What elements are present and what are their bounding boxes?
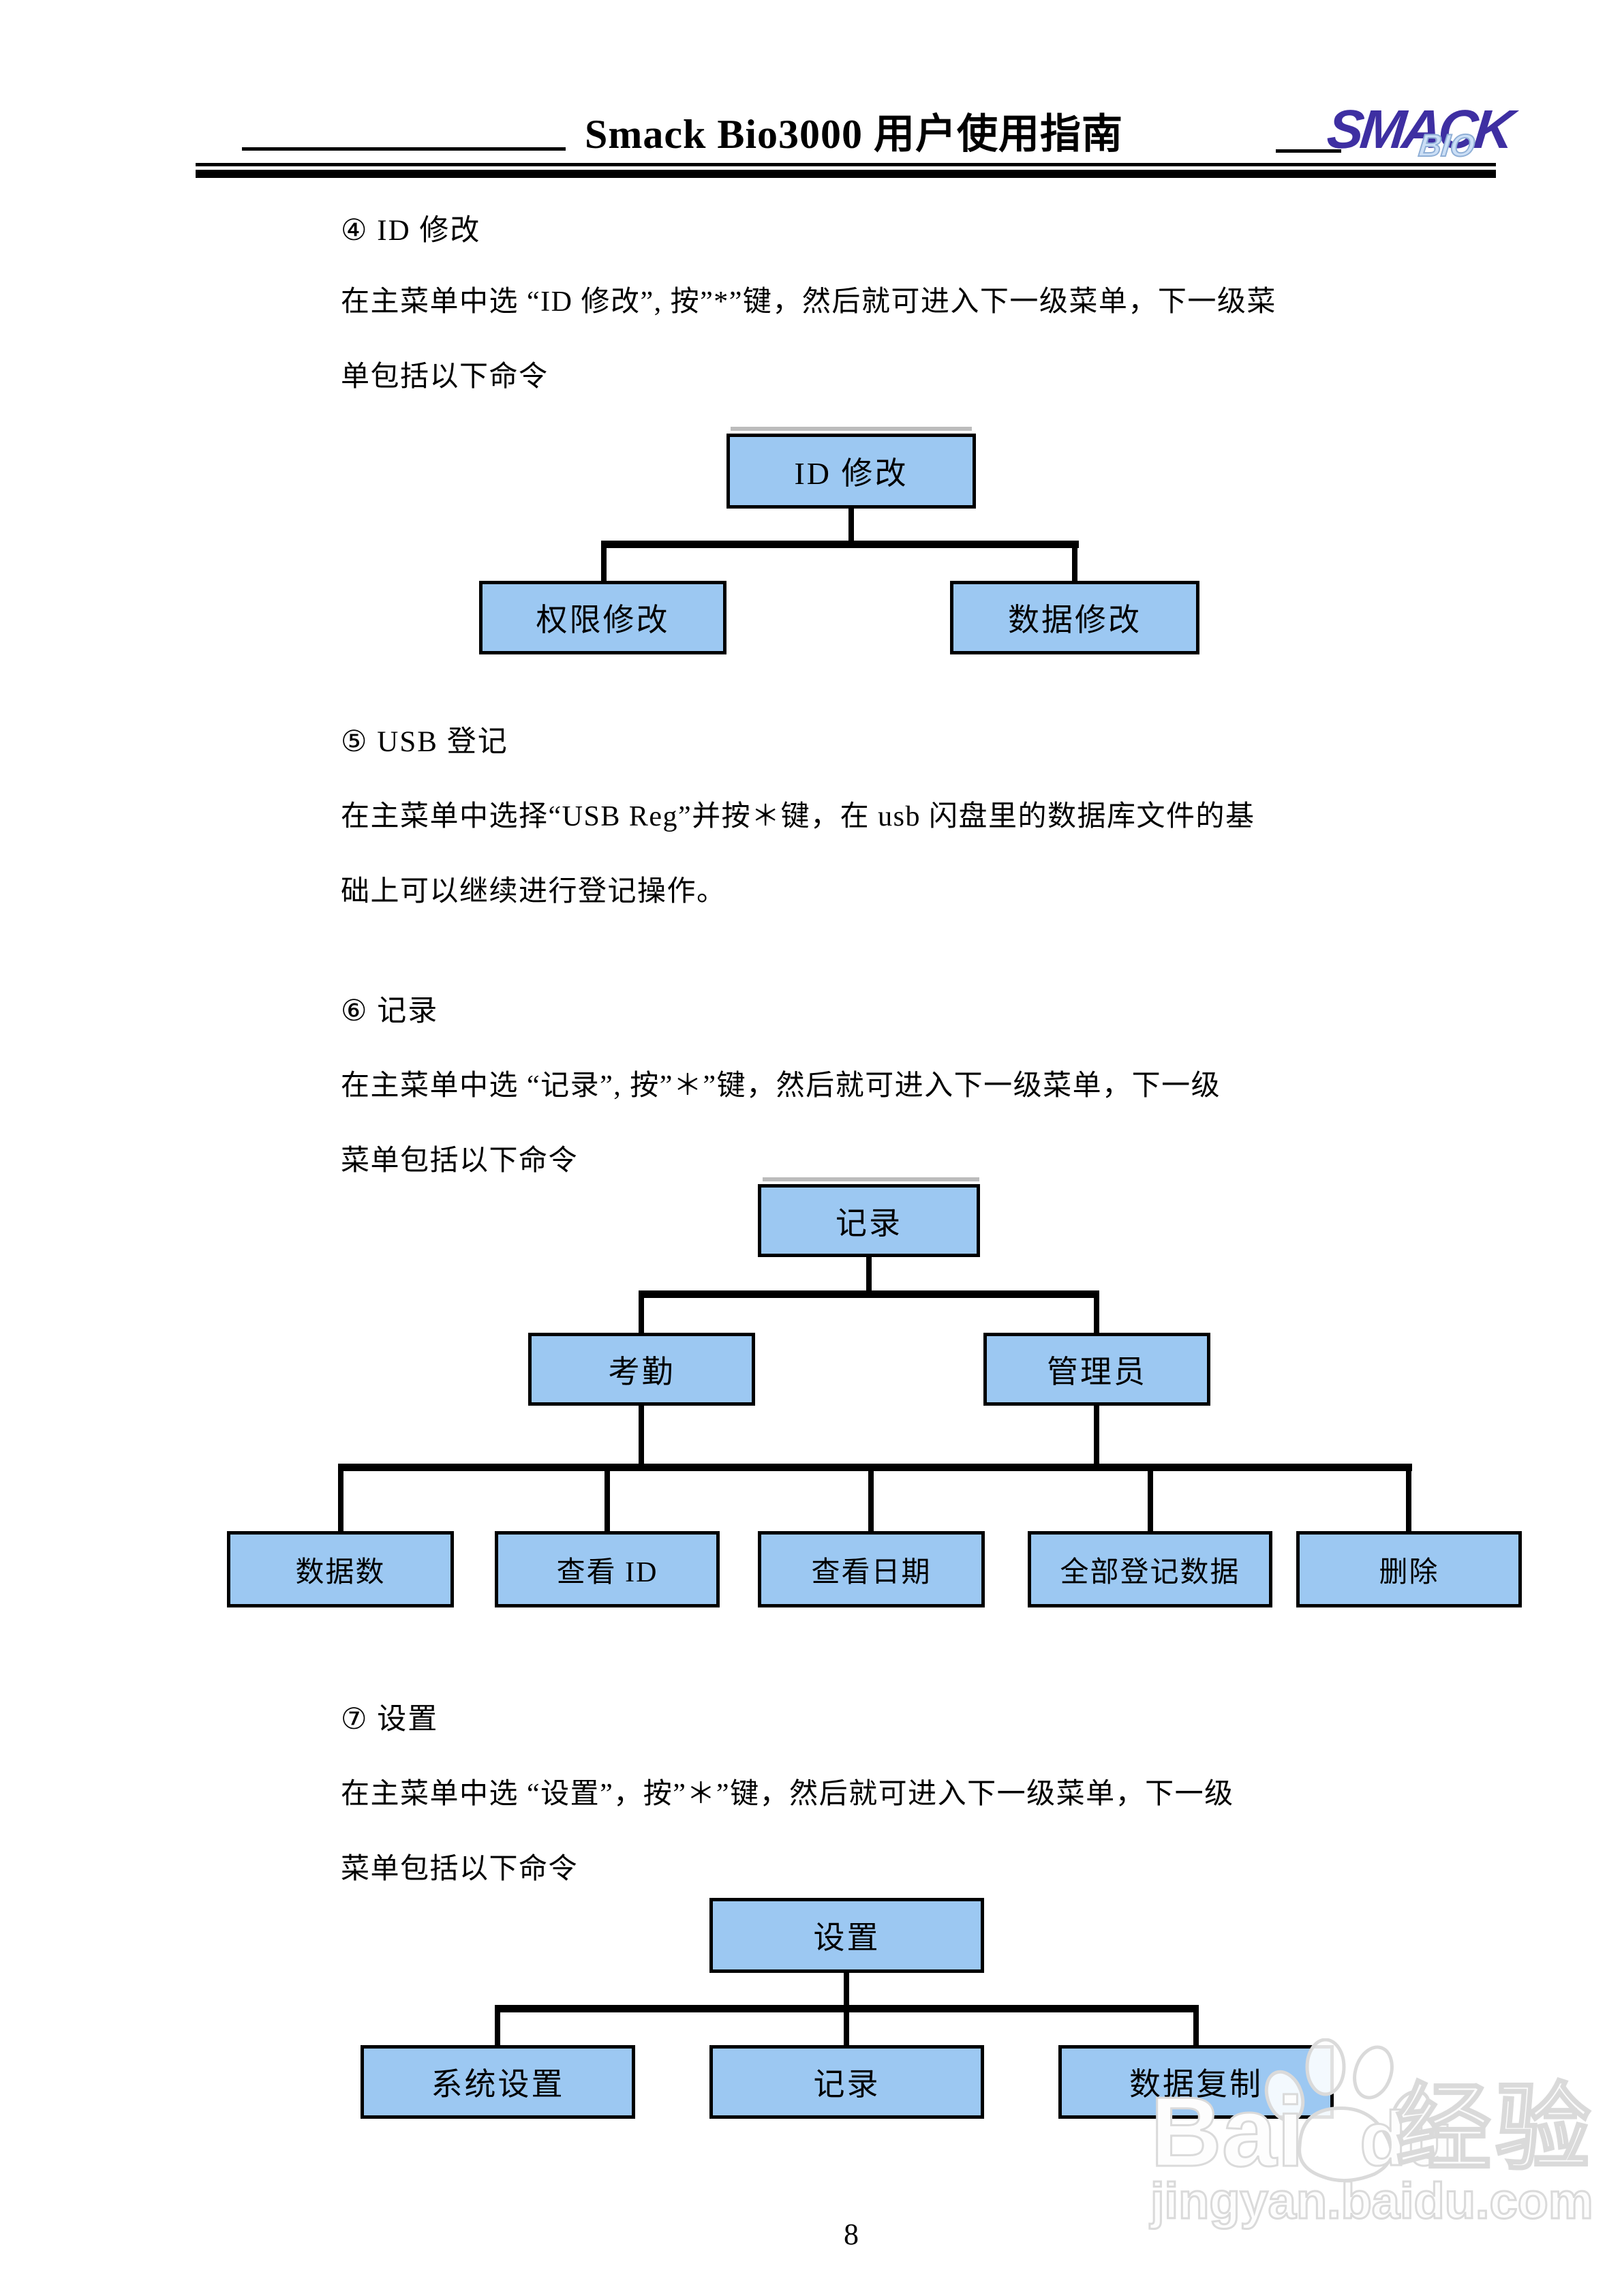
flow1-child-box-1: 权限修改: [479, 581, 726, 654]
watermark-url: jingyan.baidu.com: [1150, 2173, 1595, 2229]
flow2-connector: [1094, 1298, 1099, 1333]
flow1-connector: [848, 509, 854, 544]
watermark-bai: Bai: [1150, 2076, 1306, 2187]
artifact-line: [731, 427, 972, 431]
flow1-child-box-2: 数据修改: [950, 581, 1199, 654]
smack-logo-bio: BIO: [1416, 127, 1477, 164]
flow2-connector: [1406, 1471, 1411, 1534]
flow2-connector: [1094, 1406, 1099, 1467]
artifact-line: [763, 1177, 979, 1181]
baidu-paw-icon: [1264, 2038, 1431, 2183]
flow2-connector: [868, 1471, 874, 1534]
flow2-level2-box-2: 管理员: [983, 1333, 1210, 1406]
flow1-connector: [601, 548, 607, 584]
section-5-line-1: 在主菜单中选择“USB Reg”并按＊键，在 usb 闪盘里的数据库文件的基: [341, 801, 1255, 832]
section-7-line-2: 菜单包括以下命令: [341, 1854, 579, 1885]
flow3-connector: [495, 2012, 500, 2049]
section-6-heading: ⑥ 记录: [341, 995, 439, 1027]
flow2-connector: [1148, 1471, 1153, 1534]
section-7-line-1: 在主菜单中选 “设置”，按”＊”键，然后就可进入下一级菜单，下一级: [341, 1779, 1234, 1810]
flow2-level2-box-1: 考勤: [528, 1333, 755, 1406]
section-5-heading: ⑤ USB 登记: [341, 726, 508, 758]
section-6-line-2: 菜单包括以下命令: [341, 1145, 579, 1177]
header-left-underline: [242, 147, 566, 151]
flow2-connector: [639, 1290, 1099, 1298]
page-number: 8: [844, 2218, 859, 2251]
flow3-connector: [844, 2012, 849, 2049]
flow2-level3-box-3: 查看日期: [758, 1531, 985, 1607]
header-rule-thin: [196, 163, 1496, 166]
flow3-root-box: 设置: [709, 1898, 984, 1973]
flow2-connector: [866, 1257, 872, 1294]
flow2-level3-box-4: 全部登记数据: [1028, 1531, 1272, 1607]
flow2-level3-box-2: 查看 ID: [495, 1531, 720, 1607]
flow2-connector: [605, 1471, 610, 1534]
flow2-connector: [338, 1471, 343, 1534]
section-7-heading: ⑦ 设置: [341, 1704, 439, 1736]
flow3-connector: [495, 2005, 1199, 2012]
flow3-connector: [1193, 2012, 1199, 2049]
section-4-heading: ④ ID 修改: [341, 215, 481, 247]
flow3-connector: [844, 1973, 849, 2012]
section-5-line-2: 础上可以继续进行登记操作。: [341, 876, 726, 907]
flow1-root-box: ID 修改: [726, 434, 976, 509]
header-rule-thick: [196, 170, 1496, 178]
logo-left-underline: [1276, 149, 1341, 153]
flow1-connector: [1072, 548, 1077, 584]
flow2-connector: [338, 1464, 1412, 1471]
watermark-du: du: [1359, 2096, 1454, 2181]
flow1-connector: [601, 541, 1079, 548]
section-4-line-1: 在主菜单中选 “ID 修改”, 按”*”键，然后就可进入下一级菜单，下一级菜: [341, 286, 1276, 318]
flow2-root-box: 记录: [758, 1184, 980, 1257]
section-4-line-2: 单包括以下命令: [341, 361, 549, 393]
flow2-level3-box-5: 删除: [1296, 1531, 1522, 1607]
section-6-line-1: 在主菜单中选 “记录”, 按”＊”键，然后就可进入下一级菜单，下一级: [341, 1070, 1221, 1102]
flow2-connector: [639, 1406, 644, 1467]
flow2-connector: [639, 1298, 644, 1333]
flow2-level3-box-1: 数据数: [227, 1531, 454, 1607]
doc-title: Smack Bio3000 用户使用指南: [585, 112, 1124, 157]
watermark-jingyan-cn: 经验: [1394, 2074, 1595, 2181]
flow3-child-box-1: 系统设置: [361, 2045, 635, 2119]
flow3-child-box-2: 记录: [709, 2045, 984, 2119]
